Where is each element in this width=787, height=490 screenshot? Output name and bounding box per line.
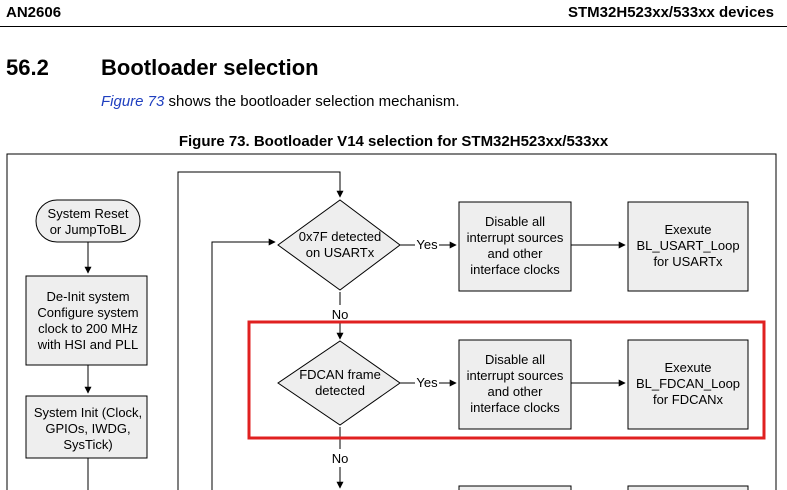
- deinit-line2: Configure system: [37, 305, 138, 320]
- deinit-box: [25, 275, 148, 366]
- sysinit-line2: GPIOs, IWDG,: [45, 421, 130, 436]
- fdcan-exec-line1: Exexute: [665, 360, 712, 375]
- sysinit-line1: System Init (Clock,: [34, 405, 142, 420]
- usart-decision: [277, 199, 401, 291]
- usart-disable-line2: interrupt sources: [467, 230, 564, 245]
- usart-exec-line1: Exexute: [665, 222, 712, 237]
- no-label-fdcan: No: [332, 451, 349, 466]
- fdcan-decision-line2: detected: [315, 383, 365, 398]
- loop-connector-left: [177, 171, 344, 490]
- yes-label-fdcan: Yes: [416, 375, 438, 390]
- intro-paragraph: Figure 73 shows the bootloader selection…: [101, 93, 460, 110]
- fdcan-highlight: [247, 320, 766, 440]
- header-product: STM32H523xx/533xx devices: [568, 4, 774, 21]
- section-number: 56.2: [6, 55, 49, 80]
- fdcan-exec-line3: for FDCANx: [653, 392, 724, 407]
- deinit-line3: clock to 200 MHz: [38, 321, 138, 336]
- header-rule: [0, 26, 787, 27]
- usart-disable-line3: and other: [488, 246, 544, 261]
- deinit-line4: with HSI and PLL: [37, 337, 138, 352]
- yes-label-usart: Yes: [416, 237, 438, 252]
- start-line2: or JumpToBL: [50, 222, 127, 237]
- start-node: [35, 199, 141, 243]
- usart-disable-line4: interface clocks: [470, 262, 560, 277]
- usart-decision-line1: 0x7F detected: [299, 229, 381, 244]
- next-exec-box-partial: [627, 485, 749, 490]
- figure-link[interactable]: Figure 73: [101, 93, 165, 110]
- fdcan-disable-line3: and other: [488, 384, 544, 399]
- header-doc-id: AN2606: [6, 4, 62, 21]
- fdcan-exec-line2: BL_FDCAN_Loop: [636, 376, 740, 391]
- start-line1: System Reset: [48, 206, 129, 221]
- fdcan-disable-line2: interrupt sources: [467, 368, 564, 383]
- usart-exec-line3: for USARTx: [653, 254, 723, 269]
- usart-decision-line2: on USARTx: [306, 245, 375, 260]
- fdcan-disable-line4: interface clocks: [470, 400, 560, 415]
- fdcan-exec-box: [627, 339, 749, 430]
- figure-frame: [6, 153, 777, 490]
- sysinit-box: [25, 395, 148, 459]
- usart-exec-line2: BL_USART_Loop: [636, 238, 739, 253]
- flowchart: System Reset or JumpToBL De-Init system …: [6, 153, 777, 490]
- usart-exec-box: [627, 201, 749, 292]
- loop-connector-inner: [211, 238, 276, 490]
- fdcan-disable-line1: Disable all: [485, 352, 545, 367]
- intro-text: shows the bootloader selection mechanism…: [164, 93, 460, 110]
- fdcan-disable-box: [458, 339, 572, 430]
- usart-disable-box: [458, 201, 572, 292]
- fdcan-decision: [277, 340, 401, 426]
- figure-caption: Figure 73. Bootloader V14 selection for …: [178, 133, 609, 150]
- section-title: Bootloader selection: [101, 55, 319, 80]
- deinit-line1: De-Init system: [46, 289, 129, 304]
- usart-disable-line1: Disable all: [485, 214, 545, 229]
- next-disable-box-partial: [458, 485, 572, 490]
- no-label-usart: No: [332, 307, 349, 322]
- sysinit-line3: SysTick): [63, 437, 112, 452]
- fdcan-decision-line1: FDCAN frame: [299, 367, 381, 382]
